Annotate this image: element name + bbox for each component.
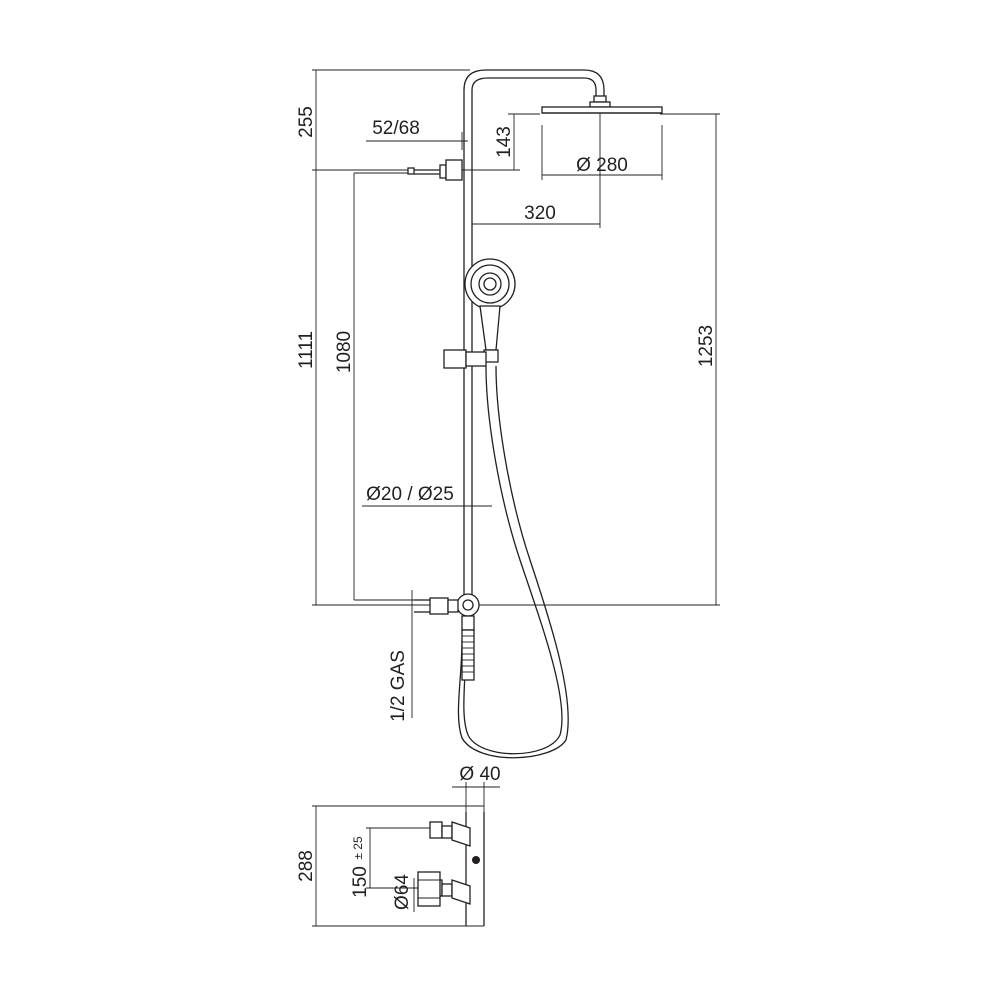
overhead-shower-head bbox=[541, 106, 663, 114]
dim-320: 320 bbox=[524, 203, 556, 224]
dim-143: 143 bbox=[494, 126, 515, 158]
dim-1080: 1080 bbox=[334, 331, 355, 373]
dim-20-25: Ø20 / Ø25 bbox=[366, 484, 454, 505]
dim-1253: 1253 bbox=[696, 325, 717, 367]
dim-1111: 1111 bbox=[296, 331, 317, 369]
shower-hose bbox=[457, 365, 569, 759]
bottom-outlet bbox=[414, 593, 480, 681]
dim-gas: 1/2 GAS bbox=[388, 650, 409, 722]
dim-150: 150 bbox=[350, 866, 371, 898]
dim-52-68: 52/68 bbox=[372, 118, 420, 139]
dim-288: 288 bbox=[296, 850, 317, 882]
mixer-detail bbox=[417, 812, 485, 926]
dim-40: Ø 40 bbox=[459, 764, 500, 785]
wall-bracket bbox=[407, 159, 463, 181]
shower-column bbox=[463, 69, 611, 600]
dim-280: Ø 280 bbox=[576, 155, 628, 176]
dim-150-tolerance: ± 25 bbox=[351, 836, 365, 860]
dimension-lines bbox=[312, 69, 720, 927]
dim-255: 255 bbox=[296, 106, 317, 138]
hand-shower bbox=[443, 258, 516, 369]
dim-64: Ø64 bbox=[392, 874, 413, 910]
dimension-labels: 255 52/68 143 Ø 280 320 1111 1080 1253 Ø… bbox=[296, 106, 717, 910]
